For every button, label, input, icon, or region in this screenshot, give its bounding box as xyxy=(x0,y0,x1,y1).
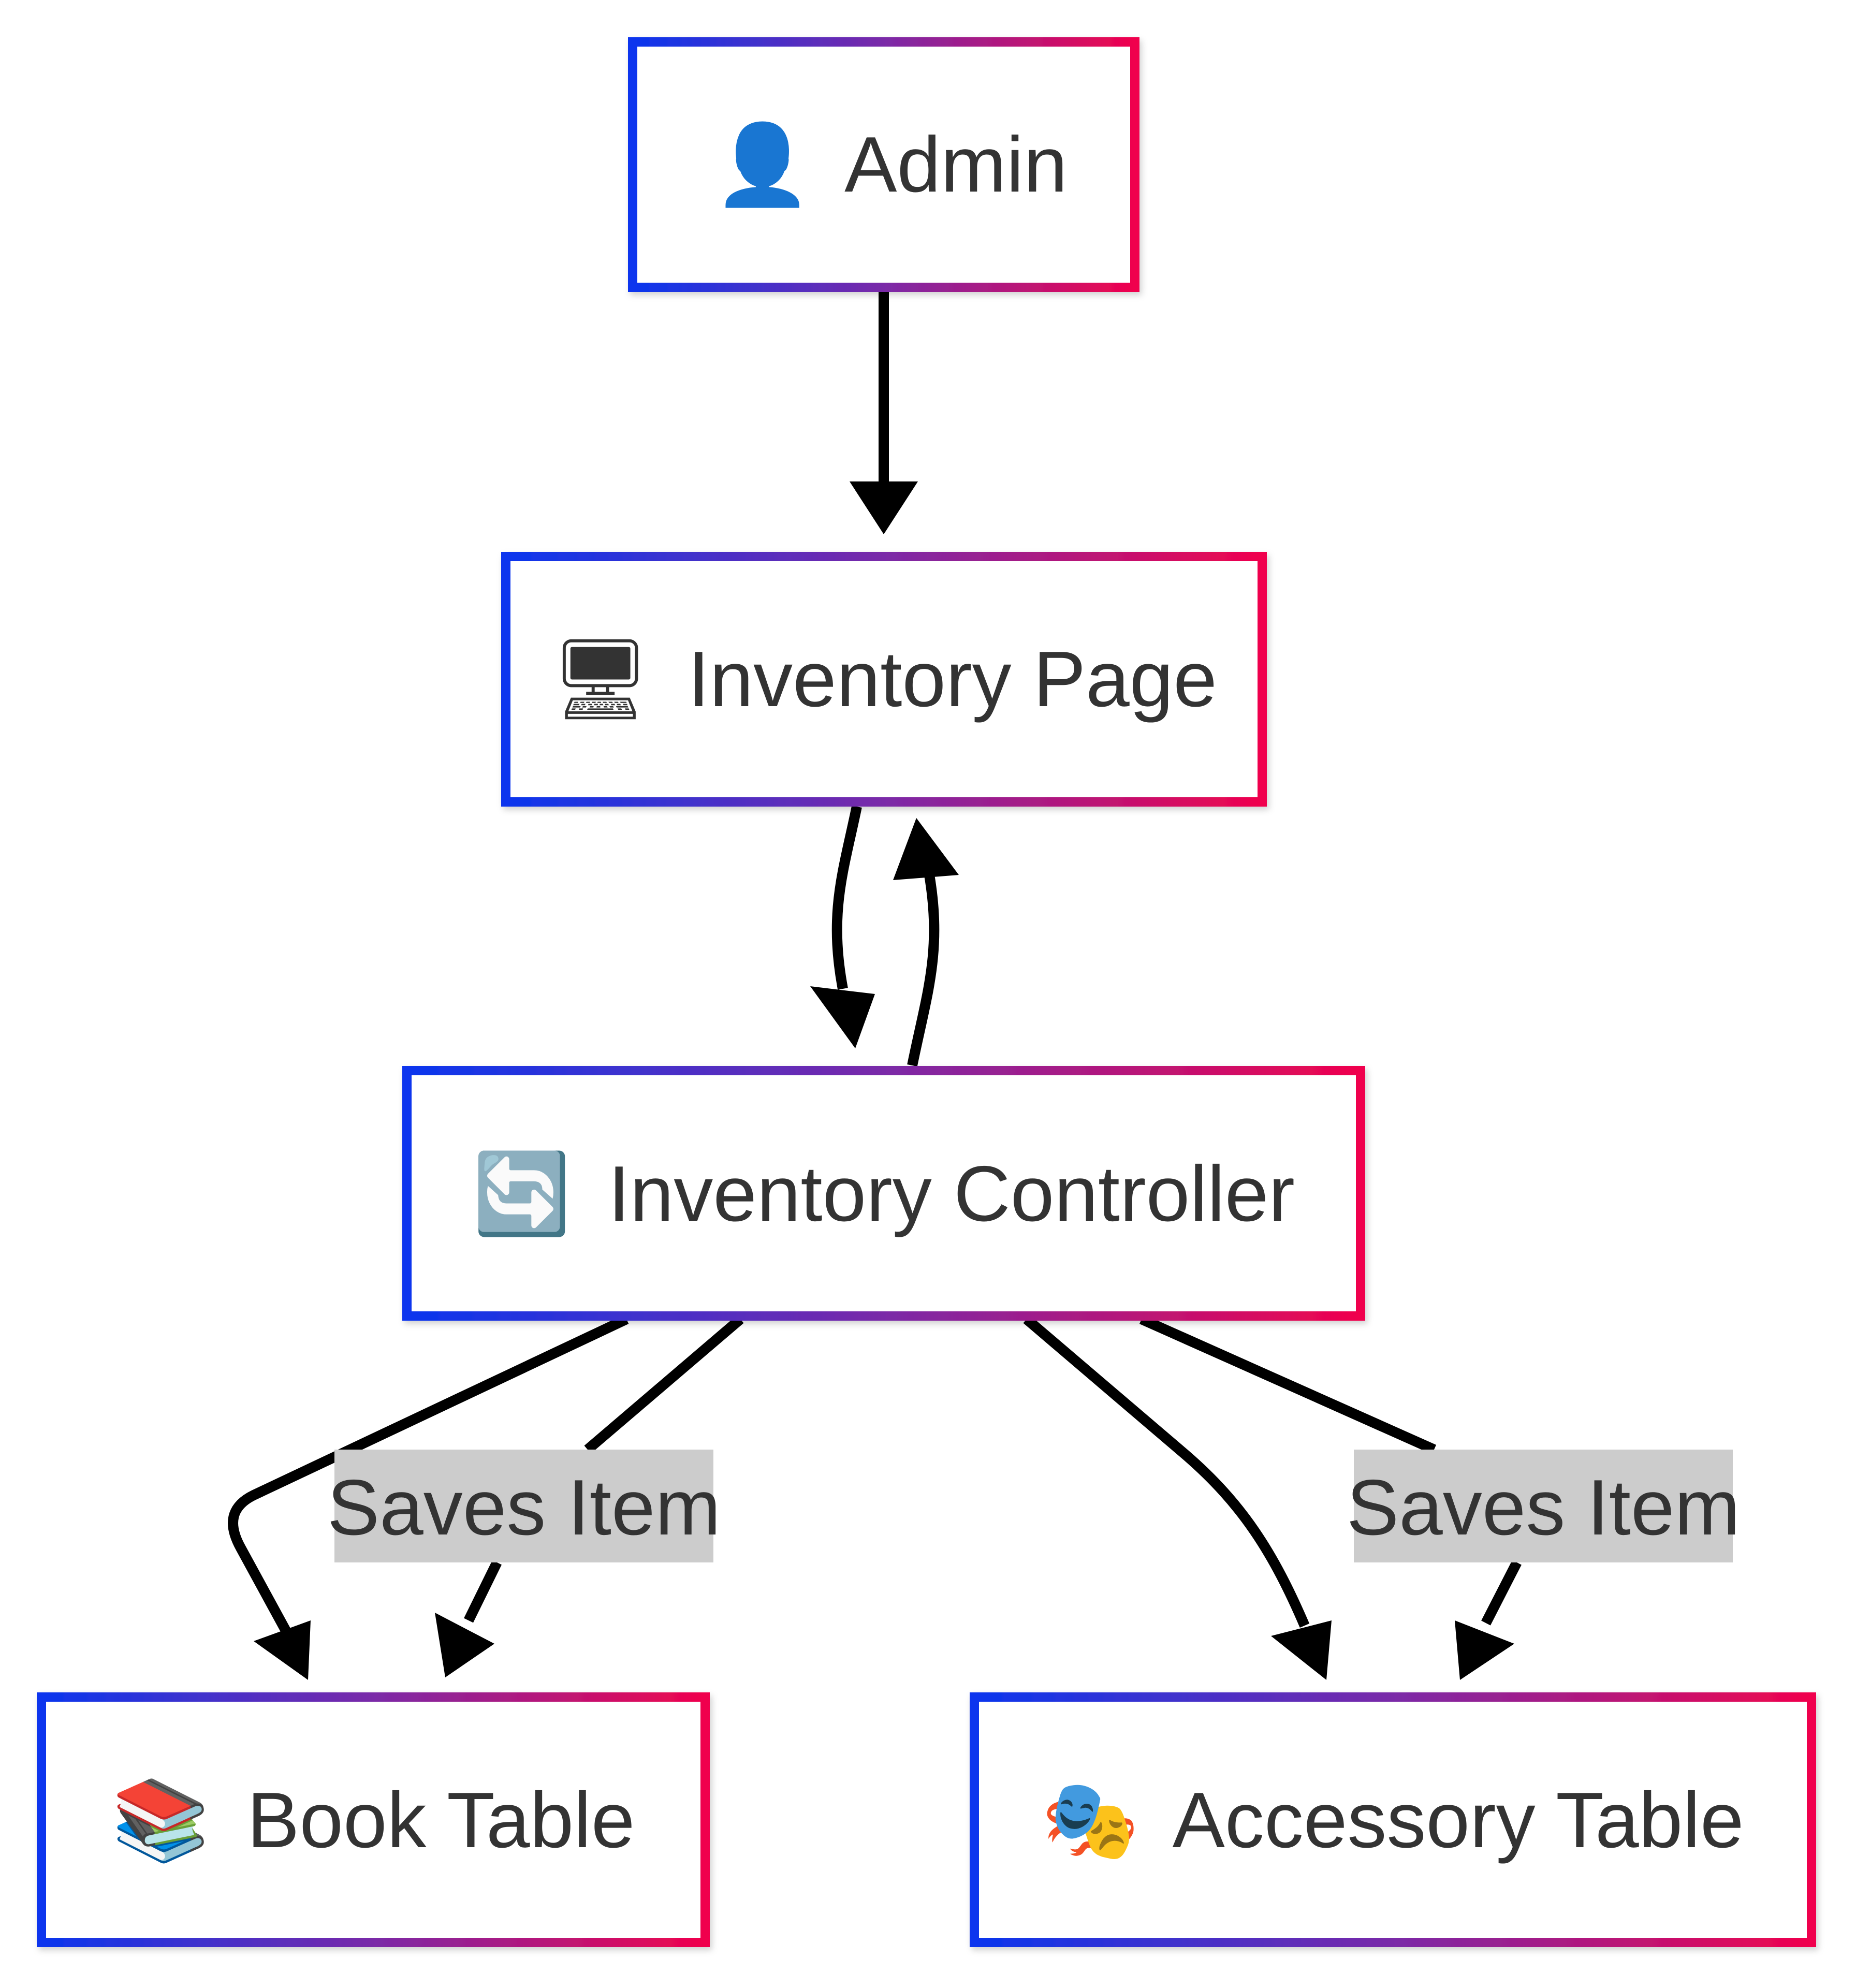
theater-masks-icon: 🎭 xyxy=(1041,1776,1139,1864)
server-icon: 🖥 xyxy=(550,635,650,723)
edge-controller-to-book-table-2[interactable] xyxy=(435,1315,744,1677)
edge-label-text: Saves Item xyxy=(1347,1464,1740,1552)
edge-label-background xyxy=(334,1450,713,1562)
edge-label-text: Saves Item xyxy=(327,1464,721,1552)
edge-admin-to-inventory-page[interactable] xyxy=(850,291,918,534)
edge-label-book-saves-item: Saves Item xyxy=(327,1450,721,1562)
node-inventory-controller[interactable]: 🔄 Inventory Controller xyxy=(402,1066,1365,1321)
node-admin-label: 👤 Admin xyxy=(713,120,1068,209)
node-book-table[interactable]: 📚 Book Table xyxy=(37,1692,710,1947)
edge-controller-to-inventory-page[interactable] xyxy=(893,818,959,1066)
edge-controller-to-accessory-table-1[interactable] xyxy=(1023,1315,1332,1680)
edge-controller-to-book-table-1[interactable] xyxy=(228,1314,629,1680)
edge-controller-to-accessory-table-2[interactable] xyxy=(1139,1314,1522,1680)
arrows-cycle-icon: 🔄 xyxy=(473,1149,571,1238)
edges xyxy=(228,291,1522,1680)
edge-inventory-page-to-controller[interactable] xyxy=(810,805,875,1048)
edge-label-accessory-saves-item: Saves Item xyxy=(1347,1450,1740,1562)
node-inventory-page[interactable]: 🖥 Inventory Page xyxy=(501,552,1267,807)
node-inventory-controller-label: 🔄 Inventory Controller xyxy=(473,1149,1295,1238)
books-icon: 📚 xyxy=(112,1776,210,1865)
node-accessory-table-label: 🎭 Accessory Table xyxy=(1041,1776,1744,1864)
node-accessory-table[interactable]: 🎭 Accessory Table xyxy=(970,1692,1816,1947)
node-book-table-label: 📚 Book Table xyxy=(112,1776,635,1865)
admin-user-icon: 👤 xyxy=(713,120,811,209)
node-inventory-page-label: 🖥 Inventory Page xyxy=(550,635,1217,723)
node-admin[interactable]: 👤 Admin xyxy=(628,37,1139,292)
edge-label-background xyxy=(1354,1450,1733,1562)
